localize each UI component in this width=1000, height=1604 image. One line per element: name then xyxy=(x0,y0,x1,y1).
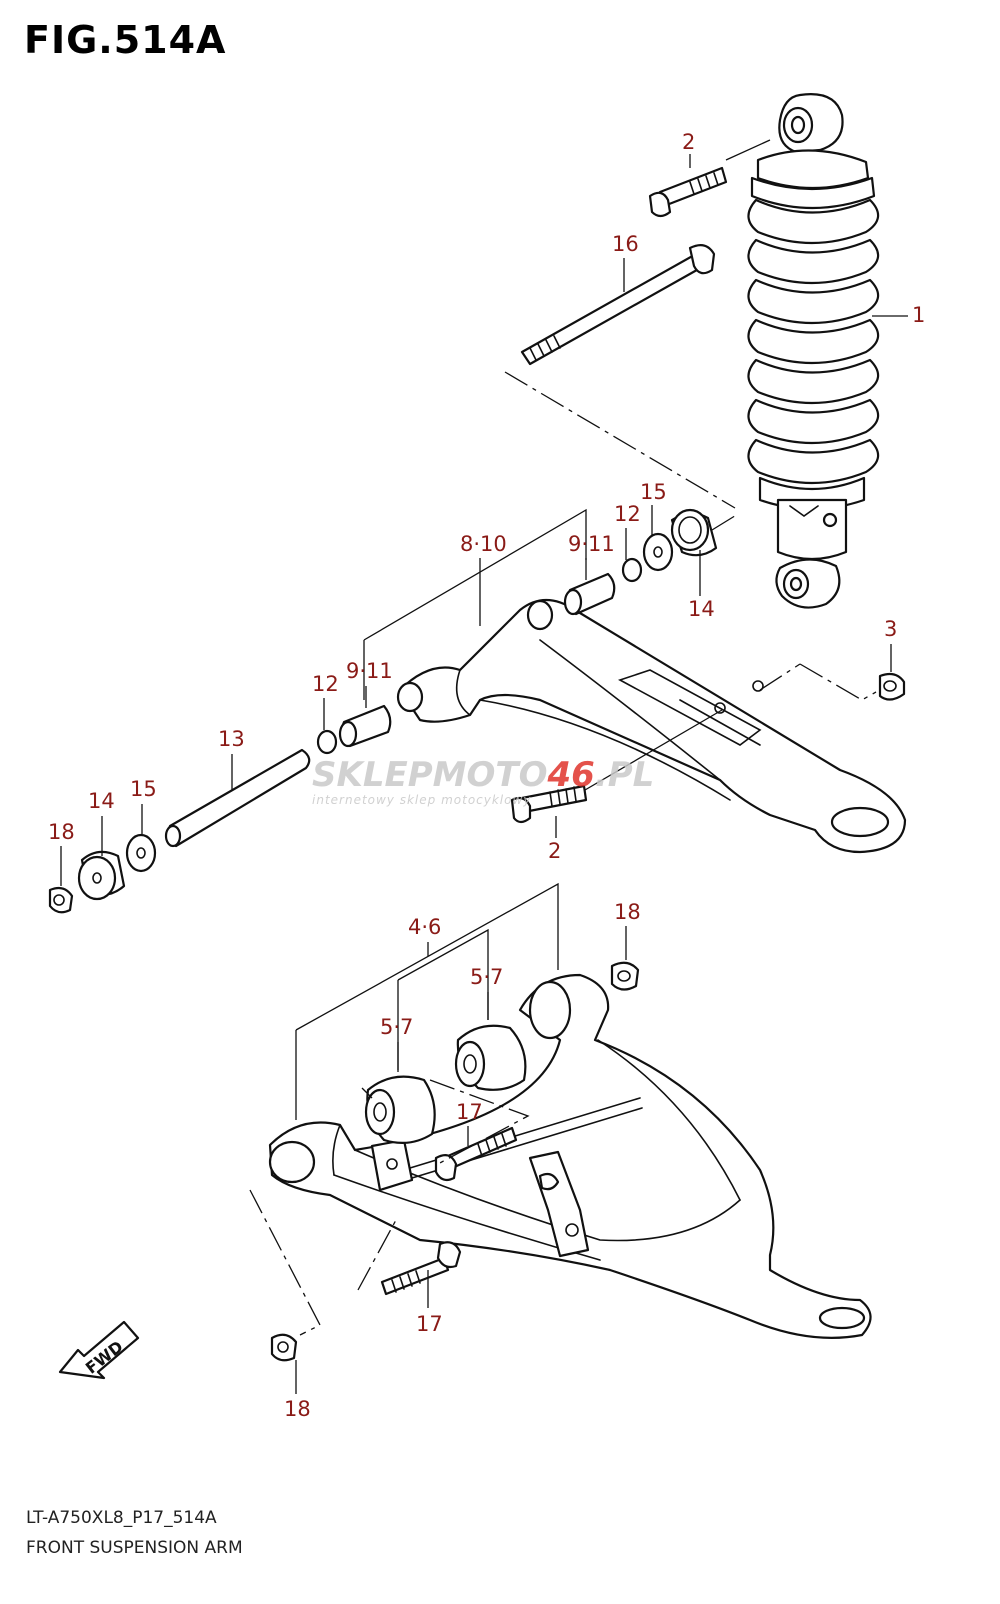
nut-3 xyxy=(878,672,906,701)
callout-14-left: 14 xyxy=(88,789,115,813)
callout-5-7-right: 5·7 xyxy=(470,965,503,989)
watermark-tagline: internetowy sklep motocyklowy xyxy=(312,793,531,807)
callout-14-right: 14 xyxy=(688,597,715,621)
fwd-marker: FWD xyxy=(58,1320,140,1380)
callout-17-bottom: 17 xyxy=(416,1312,443,1336)
callout-18-bottom: 18 xyxy=(284,1397,311,1421)
bolt-17-bottom xyxy=(380,1241,462,1296)
bushing-5-7-right xyxy=(454,1024,527,1091)
callout-5-7-left: 5·7 xyxy=(380,1015,413,1039)
bolt-2-mid xyxy=(510,784,588,824)
shock-absorber xyxy=(747,93,880,609)
callout-2-mid: 2 xyxy=(548,839,561,863)
bolt-2-top xyxy=(648,166,728,218)
nut-18-bottom xyxy=(270,1333,298,1362)
callout-3: 3 xyxy=(884,617,897,641)
figure-title: FIG.514A xyxy=(24,18,227,62)
washer-12-right xyxy=(621,557,643,583)
callout-9-11-left: 9·11 xyxy=(346,659,393,683)
callout-1: 1 xyxy=(912,303,925,327)
callout-18-left: 18 xyxy=(48,820,75,844)
watermark-brand-part1: SKLEPMOTO xyxy=(312,755,547,795)
washer-12-left xyxy=(316,729,338,755)
callout-16: 16 xyxy=(612,232,639,256)
guide-line xyxy=(504,371,736,509)
bushing-5-7-left xyxy=(364,1075,436,1145)
callout-9-11-right: 9·11 xyxy=(568,532,615,556)
washer-15-right xyxy=(642,532,674,572)
callout-12-right: 12 xyxy=(614,502,641,526)
forward-arrow-icon xyxy=(58,1320,140,1380)
shaft-13 xyxy=(164,748,311,848)
callout-2-top: 2 xyxy=(682,130,695,154)
watermark-brand-part2: 46 xyxy=(546,755,594,795)
callout-15-right: 15 xyxy=(640,480,667,504)
callout-8-10: 8·10 xyxy=(460,532,507,556)
upper-suspension-arm xyxy=(396,598,907,854)
callout-12-left: 12 xyxy=(312,672,339,696)
nut-18-right xyxy=(610,961,640,991)
svg-text:SKLEPMOTO46.PL: SKLEPMOTO46.PL xyxy=(312,755,654,795)
nut-18-left xyxy=(48,886,74,914)
callout-18-right: 18 xyxy=(614,900,641,924)
guide-line xyxy=(711,513,739,531)
bolt-16 xyxy=(520,243,716,366)
callout-15-left: 15 xyxy=(130,777,157,801)
washer-15-left xyxy=(125,833,157,873)
lower-suspension-arm xyxy=(268,973,872,1339)
bolt-17-top xyxy=(434,1126,518,1182)
cap-14-left xyxy=(77,850,126,901)
callout-4-6: 4·6 xyxy=(408,915,441,939)
watermark: SKLEPMOTO46.PL internetowy sklep motocyk… xyxy=(312,755,654,807)
figure-name: FRONT SUSPENSION ARM xyxy=(26,1538,243,1558)
cap-14-right xyxy=(670,508,718,557)
watermark-brand-part3: .PL xyxy=(595,755,655,795)
callouts: 2 16 1 15 12 8·10 9·11 14 3 9·11 12 13 xyxy=(48,130,925,1421)
callout-13: 13 xyxy=(218,727,245,751)
coil-spring xyxy=(747,198,880,511)
model-code: LT-A750XL8_P17_514A xyxy=(26,1508,217,1528)
callout-17-top: 17 xyxy=(456,1100,483,1124)
